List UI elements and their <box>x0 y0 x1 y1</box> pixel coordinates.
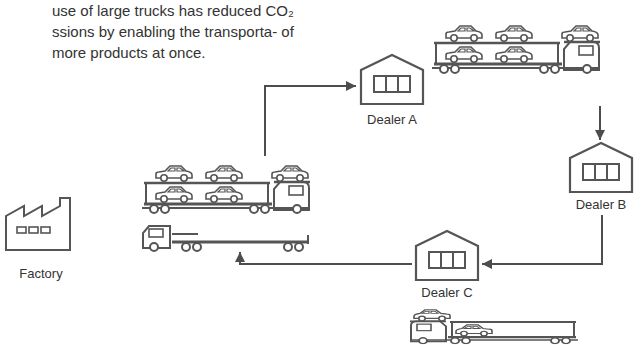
dealer-node: Dealer C <box>412 228 482 303</box>
dealer-node: Dealer A <box>356 0 604 106</box>
car-carrier <box>142 182 310 213</box>
flow-arrow <box>240 252 412 264</box>
car <box>446 26 482 41</box>
car <box>562 26 598 41</box>
car <box>446 47 482 62</box>
flow-arrow <box>599 106 601 140</box>
caption-note: use of large trucks has reduced CO₂ ssio… <box>52 0 314 63</box>
partly-loaded-truck <box>410 310 578 344</box>
car <box>206 187 242 202</box>
building-icon <box>358 52 426 106</box>
car <box>496 26 532 41</box>
loaded-truck <box>142 166 310 213</box>
node-label: Dealer B <box>566 197 636 213</box>
node-label: Dealer C <box>412 285 482 301</box>
building-shape <box>570 143 632 192</box>
empty-truck <box>143 226 309 251</box>
car <box>156 166 192 181</box>
car <box>156 187 192 202</box>
building-icon <box>567 140 635 194</box>
node-label: Dealer A <box>358 112 426 128</box>
car <box>496 47 532 62</box>
car <box>414 310 450 321</box>
dealer-node: Dealer B <box>566 140 636 215</box>
flow-arrow <box>265 86 356 156</box>
loaded-truck <box>432 26 600 73</box>
building-icon <box>413 228 481 282</box>
car <box>206 166 242 181</box>
building-shape <box>6 198 70 250</box>
building-icon <box>4 194 76 252</box>
factory-node: Factory <box>4 156 314 252</box>
car <box>456 325 492 336</box>
car-carrier <box>432 42 600 73</box>
node-label: Factory <box>4 266 78 282</box>
building-shape <box>361 55 423 104</box>
car-carrier <box>410 321 578 343</box>
flow-arrow <box>482 215 602 264</box>
building-shape <box>416 231 478 280</box>
car <box>272 166 308 181</box>
